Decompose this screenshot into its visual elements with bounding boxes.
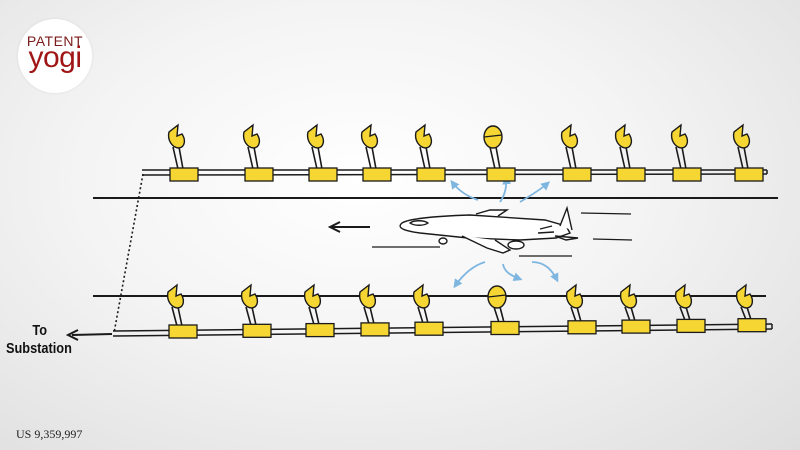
transducer-device xyxy=(306,123,338,182)
transducer-device xyxy=(670,123,702,182)
transducer-device xyxy=(167,123,199,182)
logo-text-top: PATENT xyxy=(26,33,84,49)
airflow-arrow xyxy=(531,261,559,283)
to-substation-line1: To xyxy=(32,322,47,339)
to-substation-line2: Substation xyxy=(6,340,72,357)
transducer-device xyxy=(240,283,272,338)
airplane xyxy=(399,205,579,254)
transducer-device xyxy=(560,123,592,182)
lower-transducer-row xyxy=(166,283,767,339)
transducer-device xyxy=(565,283,597,335)
airflow-arrow xyxy=(450,179,479,201)
upper-transducer-row xyxy=(167,123,764,182)
patent-number: US 9,359,997 xyxy=(16,427,83,441)
transducer-device xyxy=(483,125,516,182)
transducer-device xyxy=(242,123,274,182)
to-substation-arrow xyxy=(65,329,113,341)
logo-text-bottom: yogi xyxy=(28,41,82,74)
transducer-device xyxy=(360,123,392,182)
airflow-arrow xyxy=(519,181,551,203)
to-substation-label: To Substation xyxy=(6,322,77,358)
transducer-device xyxy=(166,283,198,339)
transducer-device xyxy=(358,283,390,337)
transducer-device xyxy=(303,283,335,338)
speed-lines xyxy=(372,212,633,257)
airflow-arrow xyxy=(453,261,486,289)
transducer-device xyxy=(732,123,764,182)
travel-direction-arrow xyxy=(327,221,370,233)
transducer-device xyxy=(735,283,767,333)
patent-yogi-logo: PATENT yogi xyxy=(18,19,92,93)
transducer-device xyxy=(614,123,646,182)
transducer-device xyxy=(412,283,444,336)
airflow-arrow xyxy=(502,263,523,282)
transducer-device xyxy=(619,283,651,334)
transducer-device xyxy=(487,285,520,336)
transducer-device xyxy=(414,123,446,182)
transducer-device xyxy=(674,283,706,334)
